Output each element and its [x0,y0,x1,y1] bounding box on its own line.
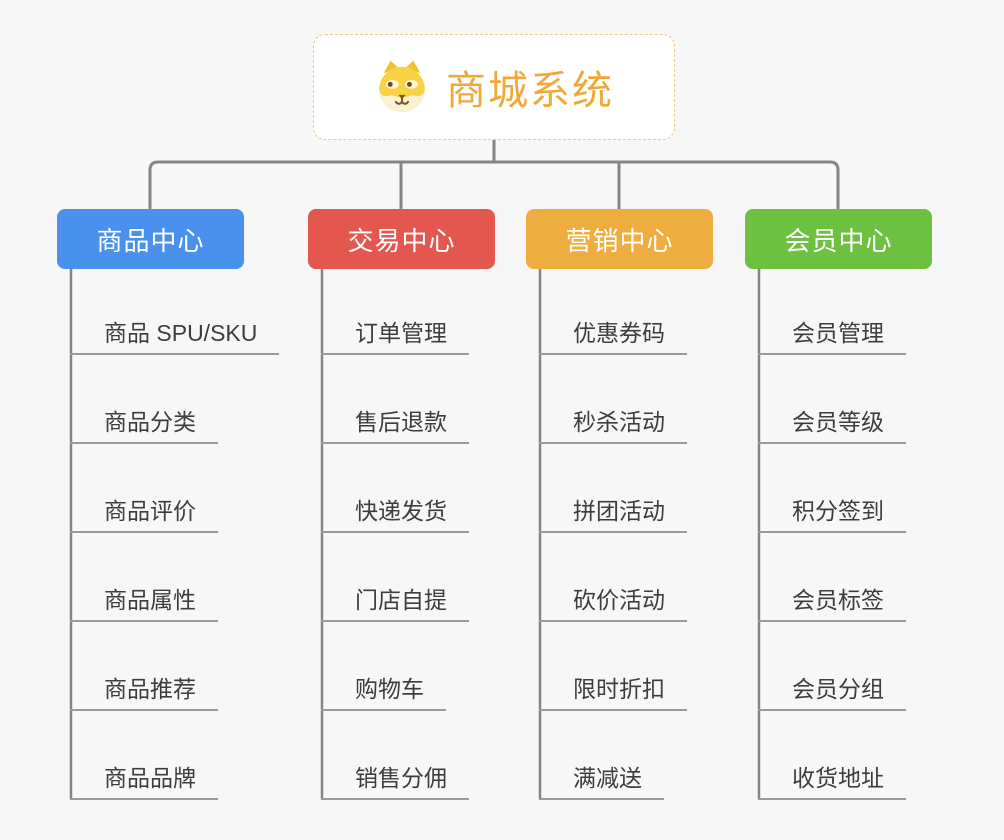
leaf-node[interactable]: 商品属性 [70,585,218,622]
leaf-node[interactable]: 购物车 [321,674,446,711]
leaf-node[interactable]: 砍价活动 [539,585,687,622]
branch-node[interactable]: 交易中心 [308,209,495,269]
leaf-node[interactable]: 会员等级 [758,407,906,444]
leaf-node[interactable]: 优惠券码 [539,318,687,355]
leaf-node[interactable]: 会员标签 [758,585,906,622]
leaf-node[interactable]: 秒杀活动 [539,407,687,444]
leaf-node[interactable]: 商品评价 [70,496,218,533]
leaf-node[interactable]: 商品 SPU/SKU [70,318,280,355]
leaf-node[interactable]: 拼团活动 [539,496,687,533]
branch-node[interactable]: 营销中心 [526,209,713,269]
leaf-node[interactable]: 售后退款 [321,407,469,444]
leaf-node[interactable]: 满减送 [539,763,664,800]
branch-node[interactable]: 会员中心 [745,209,932,269]
branch-node[interactable]: 商品中心 [57,209,244,269]
leaf-node[interactable]: 快递发货 [321,496,469,533]
leaf-node[interactable]: 积分签到 [758,496,906,533]
leaf-node[interactable]: 销售分佣 [321,763,469,800]
leaf-node[interactable]: 商品分类 [70,407,218,444]
leaf-node[interactable]: 商品推荐 [70,674,218,711]
leaf-node[interactable]: 门店自提 [321,585,469,622]
leaf-node[interactable]: 会员分组 [758,674,906,711]
leaf-node[interactable]: 订单管理 [321,318,469,355]
leaf-node[interactable]: 会员管理 [758,318,906,355]
leaf-node[interactable]: 限时折扣 [539,674,687,711]
leaf-node[interactable]: 商品品牌 [70,763,218,800]
leaf-node[interactable]: 收货地址 [758,763,906,800]
root-node[interactable]: 商城系统 [313,34,675,140]
dog-face-icon [379,60,425,113]
root-label: 商城系统 [446,69,614,113]
